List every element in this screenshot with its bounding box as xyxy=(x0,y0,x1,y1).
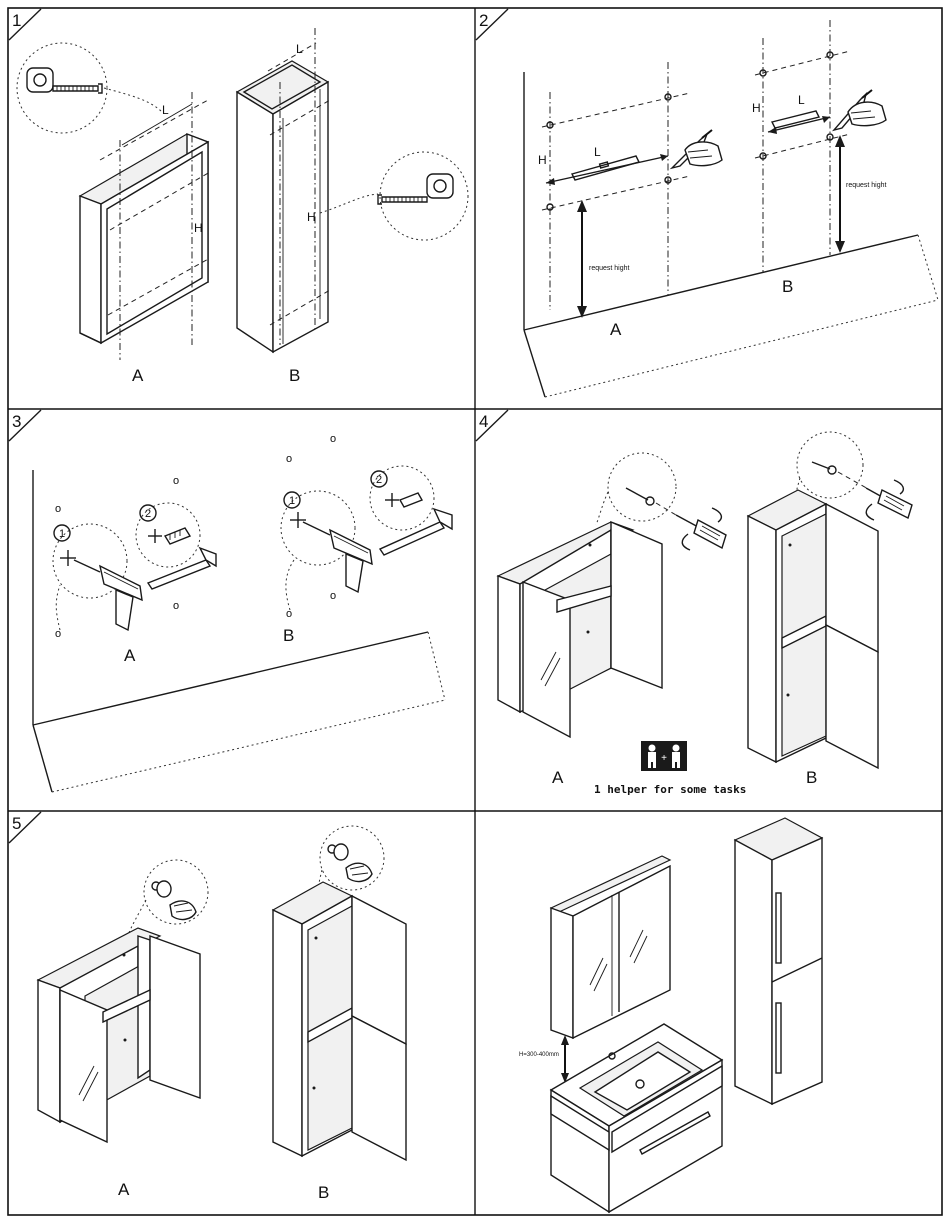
height-note: H=300-400mm xyxy=(519,1052,559,1058)
panel-step-1: L H A L H B xyxy=(16,28,469,385)
step-tab-1: 1 xyxy=(8,8,42,41)
spirit-level-icon xyxy=(770,110,821,129)
panel-step-4: + 1 helper for some tasks A xyxy=(496,431,913,796)
length-label: L xyxy=(162,103,169,117)
mounting-bracket xyxy=(146,546,217,590)
svg-text:+: + xyxy=(661,753,667,764)
step-number: 3 xyxy=(12,412,21,431)
hand-knob-icon xyxy=(151,880,197,921)
svg-text:o: o xyxy=(173,475,179,487)
screw-icon xyxy=(811,461,871,491)
length-label: L xyxy=(594,145,601,159)
mirror-cabinet xyxy=(549,855,672,1040)
step-number: 2 xyxy=(479,11,488,30)
hand-pencil-icon xyxy=(832,89,887,132)
height-dimension: H=300-400mm xyxy=(519,1035,569,1083)
request-height-label: request hight xyxy=(589,265,630,272)
hole-marks: o o o o o o o o xyxy=(55,433,336,640)
label-a: A xyxy=(132,366,144,385)
tape-measure-icon xyxy=(377,151,469,241)
step-number: 1 xyxy=(12,11,21,30)
cabinet-a xyxy=(496,520,663,739)
sub-step-number: 1 xyxy=(289,495,295,507)
length-label: L xyxy=(798,93,805,107)
wall-floor xyxy=(32,470,446,793)
sub-step-number: 2 xyxy=(376,474,382,486)
drill-icon xyxy=(302,521,373,594)
column-b xyxy=(746,489,879,770)
height-label: H xyxy=(538,153,547,167)
height-label: H xyxy=(307,210,316,224)
label-a: A xyxy=(610,320,622,339)
label-b: B xyxy=(283,626,294,645)
label-b: B xyxy=(806,768,817,787)
svg-text:o: o xyxy=(286,608,292,620)
hand-knob-icon xyxy=(327,843,373,883)
grid-frame xyxy=(7,7,943,1216)
screw-icon xyxy=(625,487,677,516)
step-tab-4: 4 xyxy=(475,409,509,442)
svg-text:o: o xyxy=(330,433,336,445)
column-b xyxy=(271,881,407,1162)
label-b: B xyxy=(289,366,300,385)
svg-text:o: o xyxy=(286,453,292,465)
helper-note: 1 helper for some tasks xyxy=(594,783,746,796)
step-tab-3: 3 xyxy=(8,409,42,442)
wall-floor xyxy=(523,72,939,398)
label-b: B xyxy=(782,277,793,296)
svg-text:o: o xyxy=(173,600,179,612)
cabinet-a xyxy=(78,132,210,345)
sub-step-number: 2 xyxy=(145,508,151,520)
panel-step-3: o o o o o o o o 1 2 xyxy=(32,433,453,793)
length-label: L xyxy=(296,42,303,56)
svg-text:o: o xyxy=(330,590,336,602)
step-tab-5: 5 xyxy=(8,811,42,844)
sub-step-number: 1 xyxy=(59,528,65,540)
tall-column xyxy=(733,817,824,1106)
panel-step-2: H L request hight A H L xyxy=(523,20,939,398)
label-a: A xyxy=(124,646,136,665)
hand-pencil-icon xyxy=(669,129,723,170)
two-people-icon: + xyxy=(641,741,687,771)
wall-anchor xyxy=(398,492,424,508)
height-label: H xyxy=(194,221,203,235)
screwdriver-icon xyxy=(675,507,727,551)
svg-text:o: o xyxy=(55,628,61,640)
column-b xyxy=(235,60,330,354)
step-tab-2: 2 xyxy=(475,8,509,41)
label-b: B xyxy=(318,1183,329,1202)
step-number: 5 xyxy=(12,814,21,833)
wall-anchor xyxy=(163,527,192,545)
drill-icon xyxy=(73,559,143,632)
spirit-level-icon xyxy=(570,155,641,181)
request-height-label: request hight xyxy=(846,182,887,189)
mark-points xyxy=(546,51,834,211)
panel-step-5: A B xyxy=(36,825,407,1202)
svg-text:o: o xyxy=(55,503,61,515)
mounting-bracket xyxy=(378,507,453,556)
screwdriver-icon xyxy=(865,479,913,521)
cabinet-a xyxy=(36,927,201,1144)
label-a: A xyxy=(118,1180,130,1199)
vanity-unit xyxy=(549,1023,724,1214)
height-label: H xyxy=(752,101,761,115)
tape-measure-icon xyxy=(16,42,108,134)
panel-final: H=300-400mm xyxy=(519,817,824,1214)
step-number: 4 xyxy=(479,412,488,431)
label-a: A xyxy=(552,768,564,787)
